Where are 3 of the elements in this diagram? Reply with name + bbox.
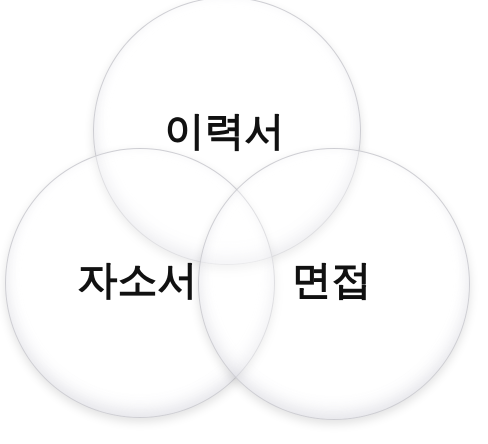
circle-label: 자소서 — [76, 256, 198, 306]
circle-label: 이력서 — [164, 108, 286, 156]
circle-label: 면접 — [290, 256, 372, 306]
